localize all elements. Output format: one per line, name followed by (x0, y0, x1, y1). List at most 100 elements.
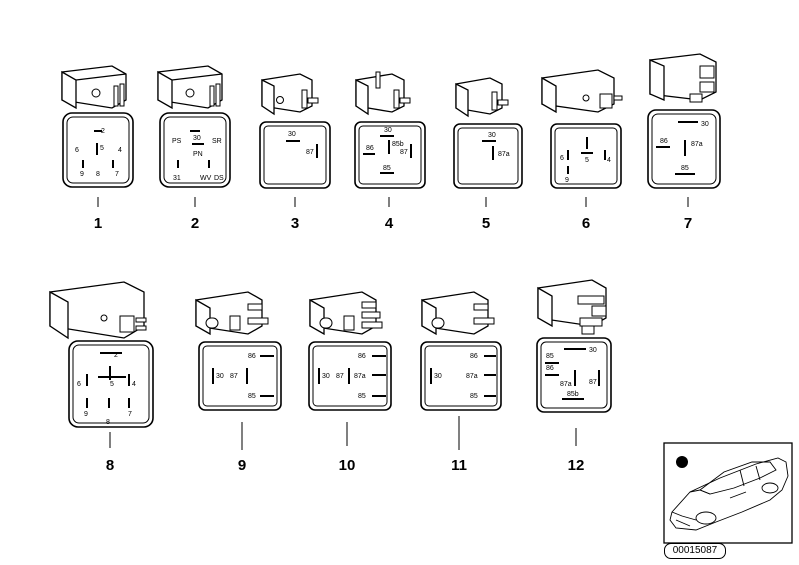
relay-9[interactable]: 86 30 87 85 9 (195, 291, 282, 474)
relay-11-pin-87a: 87a (466, 373, 478, 380)
relay-7-pin-86: 86 (660, 138, 668, 145)
relay-5-pin-30: 30 (488, 132, 496, 139)
relay-3-face (259, 121, 331, 189)
relay-4-body (355, 71, 411, 116)
relay-8-pin-9: 9 (84, 411, 88, 418)
item-number-11: 11 (451, 457, 467, 474)
relay-9-pin-86: 86 (248, 353, 256, 360)
vehicle-thumbnail (663, 442, 793, 544)
relay-7-body (649, 53, 717, 103)
car-icon (669, 457, 789, 531)
relay-12-body (537, 279, 607, 335)
relay-4-pin-85: 85 (383, 165, 391, 172)
relay-6-pin-4: 4 (607, 157, 611, 164)
relay-9-pin-87: 87 (230, 373, 238, 380)
item-number-8: 8 (106, 457, 114, 474)
relay-11-body (421, 291, 495, 336)
relay-4-pin-86: 86 (366, 145, 374, 152)
relay-8-face (68, 340, 154, 428)
item-number-7: 7 (684, 215, 692, 232)
relay-8-pin-6: 6 (77, 381, 81, 388)
relay-3-pin-30: 30 (288, 131, 296, 138)
item-number-10: 10 (339, 457, 356, 474)
relay-1-pin-6: 6 (75, 147, 79, 154)
relay-7-pin-87a: 87a (691, 141, 703, 148)
relay-12-pin-87: 87 (589, 379, 597, 386)
relay-6-pin-5: 5 (585, 157, 589, 164)
relay-4-pin-87: 87 (400, 149, 408, 156)
relay-5-body (455, 77, 509, 118)
relay-1-pin-5: 5 (100, 145, 104, 152)
item-number-5: 5 (482, 215, 490, 232)
relay-10-body (309, 291, 383, 336)
item-number-3: 3 (291, 215, 299, 232)
relay-11-pin-86: 86 (470, 353, 478, 360)
relay-9-pin-85: 85 (248, 393, 256, 400)
relay-6-pin-9: 9 (565, 177, 569, 184)
relay-2-pin-30: 30 (193, 135, 201, 142)
relay-12-pin-85b: 85b (567, 391, 579, 398)
relay-10-pin-85: 85 (358, 393, 366, 400)
relay-10[interactable]: 86 30 87 87a 85 10 (308, 291, 392, 474)
relay-5-pin-87a: 87a (498, 151, 510, 158)
relay-3-pin-87: 87 (306, 149, 314, 156)
item-number-9: 9 (238, 457, 246, 474)
relay-6-body (541, 69, 623, 114)
relay-10-pin-86: 86 (358, 353, 366, 360)
relay-5[interactable]: 30 87a 5 (453, 77, 523, 232)
relay-11-pin-30: 30 (434, 373, 442, 380)
item-number-6: 6 (582, 215, 590, 232)
relay-11[interactable]: 86 30 87a 85 11 (420, 291, 502, 474)
relay-4-face (354, 121, 426, 189)
relay-10-pin-87a: 87a (354, 373, 366, 380)
relay-3[interactable]: 30 87 3 (259, 73, 331, 232)
relay-2-face (159, 112, 231, 188)
item-number-1: 1 (94, 215, 102, 232)
relay-2-body (157, 65, 223, 110)
relay-11-face (420, 341, 502, 411)
relay-1[interactable]: 2 6 5 4 9 8 7 1 (61, 65, 134, 232)
relay-2-pin-wv: WV (200, 175, 212, 182)
item-number-12: 12 (568, 457, 585, 474)
relay-6[interactable]: 6 5 4 9 6 (541, 69, 623, 232)
relay-2-pin-ds: DS (214, 175, 224, 182)
item-number-2: 2 (191, 215, 199, 232)
relay-2-pin-ps: PS (172, 138, 182, 145)
relay-1-pin-7: 7 (115, 171, 119, 178)
relay-7[interactable]: 30 86 87a 85 7 (647, 53, 721, 232)
relay-9-face (198, 341, 282, 411)
relay-9-pin-30: 30 (216, 373, 224, 380)
diagram-reference-id: 00015087 (664, 543, 726, 559)
relay-8-pin-4: 4 (132, 381, 136, 388)
relay-4[interactable]: 30 85b 86 87 85 4 (354, 71, 426, 232)
relay-6-pin-6: 6 (560, 155, 564, 162)
relay-12-pin-85: 85 (546, 353, 554, 360)
relay-12[interactable]: 30 85 86 87a 87 85b 12 (536, 279, 612, 474)
location-dot-icon (676, 456, 688, 468)
relay-2[interactable]: PS 30 SR PN 31 WV DS 2 (157, 65, 231, 232)
relay-4-pin-30: 30 (384, 127, 392, 134)
relay-8-pin-8: 8 (106, 419, 110, 426)
relay-12-pin-30: 30 (589, 347, 597, 354)
relay-12-pin-86: 86 (546, 365, 554, 372)
relay-2-pin-sr: SR (212, 138, 222, 145)
relay-1-pin-2: 2 (101, 128, 105, 135)
relay-2-pin-31: 31 (173, 175, 181, 182)
relay-4-pin-85b: 85b (392, 141, 404, 148)
relay-8[interactable]: 2 6 5 4 9 8 7 8 (49, 281, 154, 474)
relay-8-pin-5: 5 (110, 381, 114, 388)
relay-12-pin-87a: 87a (560, 381, 572, 388)
relay-8-pin-2: 2 (114, 352, 118, 359)
relay-7-pin-30: 30 (701, 121, 709, 128)
relay-5-face (453, 123, 523, 189)
relay-10-pin-87: 87 (336, 373, 344, 380)
relay-9-body (195, 291, 269, 336)
relay-1-pin-8: 8 (96, 171, 100, 178)
relay-8-body (49, 281, 147, 340)
relay-8-pin-7: 7 (128, 411, 132, 418)
relay-7-pin-85: 85 (681, 165, 689, 172)
relay-2-pin-pn: PN (193, 151, 203, 158)
item-number-4: 4 (385, 215, 394, 232)
relay-1-pin-9: 9 (80, 171, 84, 178)
